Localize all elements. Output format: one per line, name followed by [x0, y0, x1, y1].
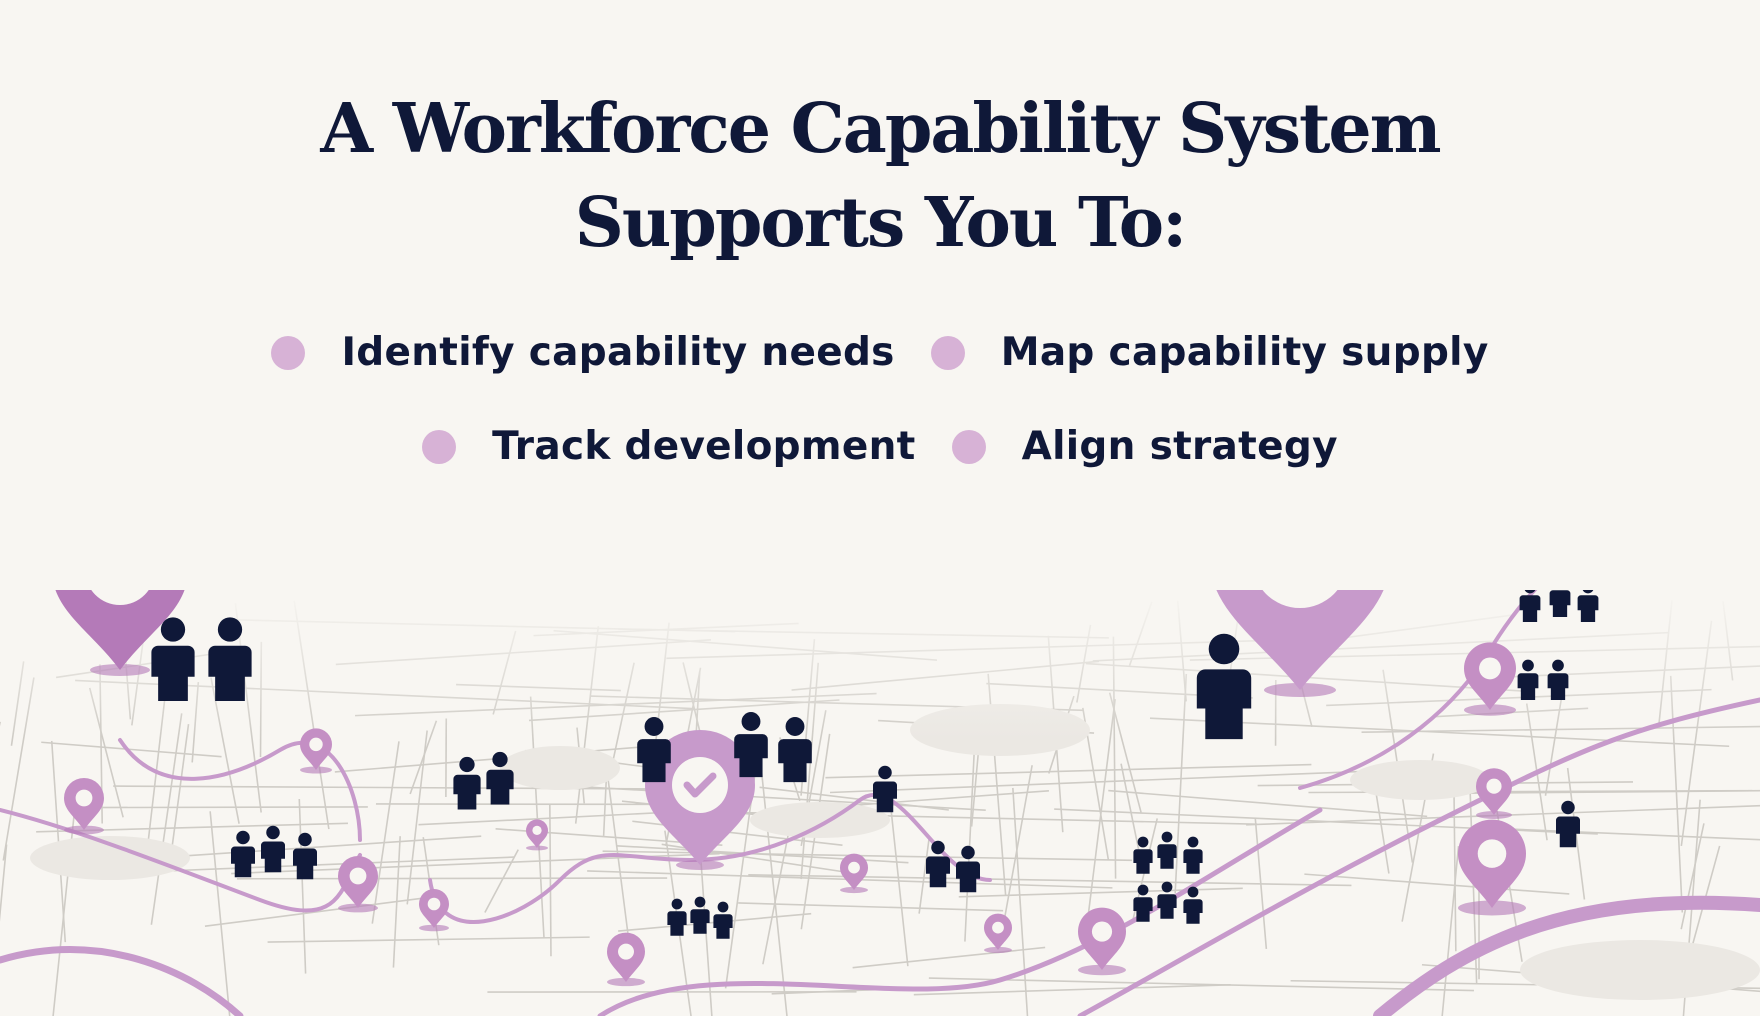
bullet-label: Track development	[492, 424, 916, 469]
location-pin-icon	[1078, 907, 1126, 976]
bullet-label: Map capability supply	[1000, 330, 1489, 375]
bullet-dot-icon	[271, 335, 306, 370]
bullet-dot-icon	[422, 429, 457, 464]
location-pin-icon	[1458, 819, 1526, 916]
title-line-1: A Workforce Capability System	[320, 89, 1441, 169]
title-line-2: Supports You To:	[574, 183, 1188, 263]
location-pin-icon	[64, 642, 1526, 987]
location-pin-icon	[607, 932, 645, 987]
bullet-label: Align strategy	[1021, 424, 1338, 469]
location-pin-icon	[526, 819, 548, 851]
bullet-align-strategy: Align strategy	[951, 424, 1338, 469]
location-pin-check-icon	[645, 729, 755, 870]
location-pin-icon	[1476, 768, 1512, 819]
bullet-track-development: Track development	[422, 424, 915, 469]
bullet-dot-icon	[951, 429, 986, 464]
location-pin-icon	[419, 889, 449, 932]
bullet-row-2: Track development Align strategy	[0, 424, 1760, 469]
bullet-map-capability-supply: Map capability supply	[930, 330, 1489, 375]
location-pin-check-icon	[55, 590, 185, 676]
location-pin-icon	[64, 778, 104, 835]
city-map-illustration	[0, 590, 1760, 1016]
bullet-identify-capability-needs: Identify capability needs	[271, 330, 894, 375]
location-pin-icon	[300, 728, 332, 774]
location-pin-icon	[338, 856, 378, 913]
location-pin-icon	[1464, 642, 1516, 716]
location-pin-icon	[840, 853, 868, 894]
location-pin-check-icon	[1216, 590, 1384, 697]
bullet-dot-icon	[930, 335, 965, 370]
bullet-row-1: Identify capability needs Map capability…	[0, 330, 1760, 375]
location-pin-icon	[984, 913, 1012, 954]
page-title: A Workforce Capability System Supports Y…	[0, 82, 1760, 270]
bullet-label: Identify capability needs	[341, 330, 895, 375]
